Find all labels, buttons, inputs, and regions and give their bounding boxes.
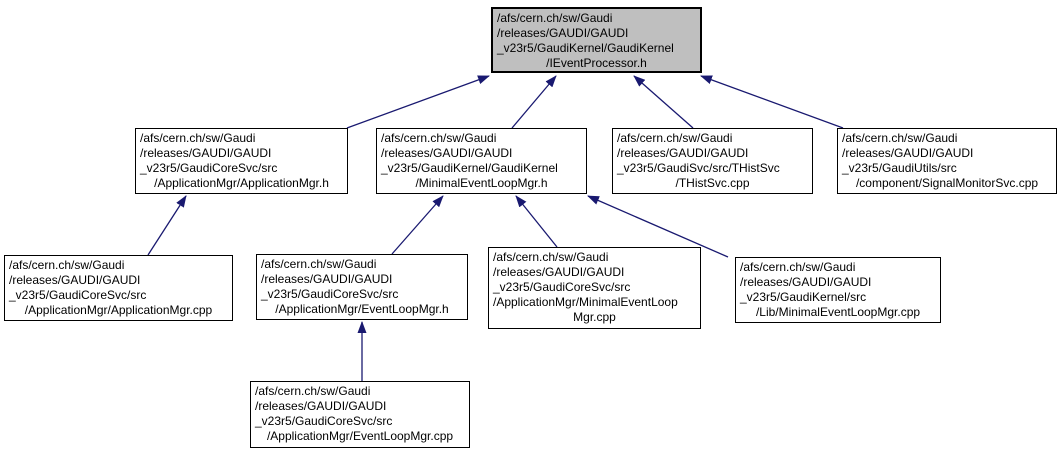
node-text-line: _v23r5/GaudiCoreSvc/src: [9, 288, 147, 302]
node-text-line: /releases/GAUDI/GAUDI: [9, 273, 141, 287]
node-text-line: /afs/cern.ch/sw/Gaudi: [842, 131, 958, 145]
node-ieventprocessor-h: /afs/cern.ch/sw/Gaudi/releases/GAUDI/GAU…: [491, 7, 702, 73]
node-text-line: _v23r5/GaudiCoreSvc/src: [255, 414, 393, 428]
node-text-line: /releases/GAUDI/GAUDI: [497, 26, 629, 40]
node-text-line: _v23r5/GaudiSvc/src/THistSvc: [617, 161, 780, 175]
edge-applicationmgr-cpp-to-applicationmgr-h: [147, 195, 187, 256]
node-text-line: /afs/cern.ch/sw/Gaudi: [740, 260, 856, 274]
node-text-line: /ApplicationMgr/EventLoopMgr.cpp: [266, 429, 454, 443]
node-applicationmgr-h[interactable]: /afs/cern.ch/sw/Gaudi/releases/GAUDI/GAU…: [135, 128, 348, 194]
node-text-line: /afs/cern.ch/sw/Gaudi: [493, 250, 609, 264]
edge-applicationmgr-h-to-ieventprocessor-h: [346, 75, 490, 129]
node-eventloopmgr-h[interactable]: /afs/cern.ch/sw/Gaudi/releases/GAUDI/GAU…: [256, 254, 468, 320]
node-signalmonitorsvc-cpp[interactable]: /afs/cern.ch/sw/Gaudi/releases/GAUDI/GAU…: [837, 128, 1057, 194]
edge-minimaleventloopmgr-cpp-to-minimaleventloopmgr-h: [515, 195, 558, 248]
edge-thistsvc-cpp-to-ieventprocessor-h: [633, 75, 694, 129]
node-text-line: _v23r5/GaudiCoreSvc/src: [261, 287, 399, 301]
node-text-line: /ApplicationMgr/ApplicationMgr.cpp: [24, 303, 213, 317]
node-text-line: /releases/GAUDI/GAUDI: [740, 275, 872, 289]
edge-minimaleventloopmgr-h-to-ieventprocessor-h: [511, 75, 557, 129]
node-text-line: _v23r5/GaudiUtils/src: [842, 161, 957, 175]
node-text-line: /releases/GAUDI/GAUDI: [617, 146, 749, 160]
node-text-line: /releases/GAUDI/GAUDI: [261, 272, 393, 286]
edge-eventloopmgr-h-to-minimaleventloopmgr-h: [391, 195, 444, 255]
node-minimaleventloopmgr-cpp[interactable]: /afs/cern.ch/sw/Gaudi/releases/GAUDI/GAU…: [488, 247, 701, 329]
node-lib-minimaleventloopmgr-cpp[interactable]: /afs/cern.ch/sw/Gaudi/releases/GAUDI/GAU…: [735, 257, 941, 323]
node-applicationmgr-cpp[interactable]: /afs/cern.ch/sw/Gaudi/releases/GAUDI/GAU…: [4, 255, 233, 321]
node-text-line: /afs/cern.ch/sw/Gaudi: [9, 258, 125, 272]
node-text-line: /releases/GAUDI/GAUDI: [493, 265, 625, 279]
node-text-line: /releases/GAUDI/GAUDI: [381, 146, 513, 160]
node-text-line: /ApplicationMgr/EventLoopMgr.h: [275, 302, 449, 316]
node-text-line: _v23r5/GaudiKernel/src: [740, 290, 867, 304]
node-text-line: /afs/cern.ch/sw/Gaudi: [617, 131, 733, 145]
node-text-line: /afs/cern.ch/sw/Gaudi: [261, 257, 377, 271]
node-text-line: /afs/cern.ch/sw/Gaudi: [255, 384, 371, 398]
node-text-line: _v23r5/GaudiKernel/GaudiKernel: [381, 161, 558, 175]
node-thistsvc-cpp[interactable]: /afs/cern.ch/sw/Gaudi/releases/GAUDI/GAU…: [612, 128, 813, 194]
node-text-line: /ApplicationMgr/ApplicationMgr.h: [154, 176, 329, 190]
node-text-line: /THistSvc.cpp: [675, 176, 750, 190]
node-minimaleventloopmgr-h[interactable]: /afs/cern.ch/sw/Gaudi/releases/GAUDI/GAU…: [376, 128, 587, 194]
node-text-line: /afs/cern.ch/sw/Gaudi: [497, 11, 613, 25]
node-text-line: _v23r5/GaudiCoreSvc/src: [140, 161, 278, 175]
node-text-line: /releases/GAUDI/GAUDI: [140, 146, 272, 160]
node-text-line: Mgr.cpp: [573, 310, 616, 324]
node-text-line: /Lib/MinimalEventLoopMgr.cpp: [755, 305, 921, 319]
node-text-line: /afs/cern.ch/sw/Gaudi: [381, 131, 497, 145]
node-text-line: /releases/GAUDI/GAUDI: [842, 146, 974, 160]
node-text-line: _v23r5/GaudiCoreSvc/src: [493, 280, 631, 294]
node-eventloopmgr-cpp[interactable]: /afs/cern.ch/sw/Gaudi/releases/GAUDI/GAU…: [250, 381, 470, 448]
node-text-line: /component/SignalMonitorSvc.cpp: [855, 176, 1039, 190]
edge-lib-minimaleventloopmgr-cpp-to-minimaleventloopmgr-h: [587, 195, 729, 258]
node-text-line: _v23r5/GaudiKernel/GaudiKernel: [497, 41, 674, 55]
edge-signalmonitorsvc-cpp-to-ieventprocessor-h: [700, 75, 844, 129]
node-text-line: /ApplicationMgr/MinimalEventLoop: [493, 295, 678, 309]
node-text-line: /MinimalEventLoopMgr.h: [415, 176, 548, 190]
node-text-line: /releases/GAUDI/GAUDI: [255, 399, 387, 413]
node-text-line: /IEventProcessor.h: [546, 56, 647, 70]
node-text-line: /afs/cern.ch/sw/Gaudi: [140, 131, 256, 145]
